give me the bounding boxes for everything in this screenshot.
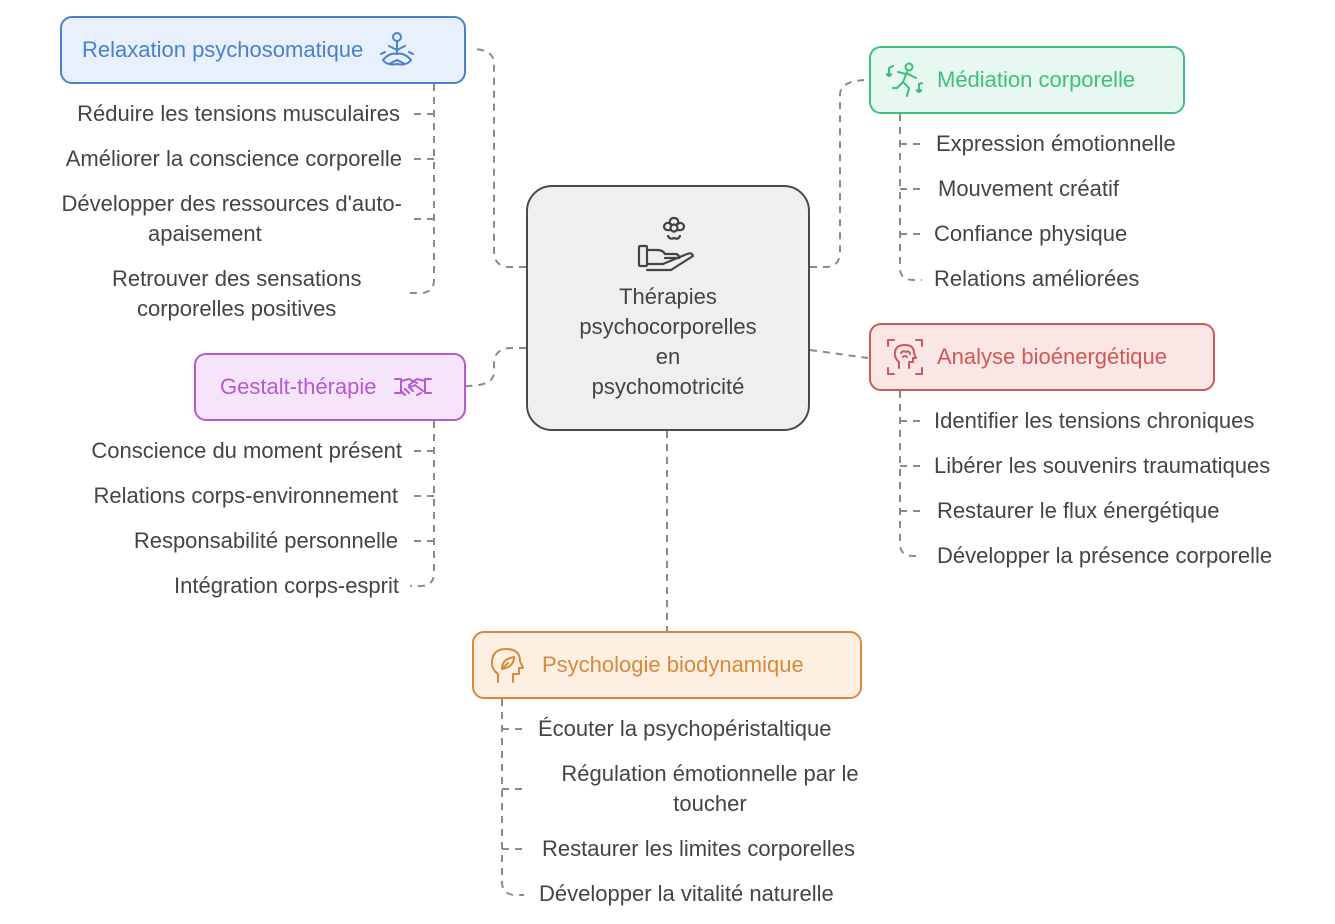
branch-gestalt[interactable]: Gestalt-thérapie [194,353,466,421]
biodynamique-spine [501,699,524,896]
gestalt-item: Responsabilité personnelle [133,528,398,553]
gestalt-item: Intégration corps-esprit [174,573,399,598]
branch-bioenergetique[interactable]: Analyse bioénergétique [869,323,1215,391]
dancing-person-icon [886,62,923,97]
meditation-icon [380,32,415,66]
relaxation-item: Retrouver des sensations [112,266,362,291]
branch-biodynamique[interactable]: Psychologie biodynamique [472,631,862,699]
connector-mediation [810,79,869,268]
center-title-line: psychocorporelles [579,314,757,339]
branch-biodynamique-title: Psychologie biodynamique [542,652,804,677]
relaxation-item: apaisement [148,221,262,246]
branch-bioenergetique-title: Analyse bioénergétique [937,344,1167,369]
center-title-line: psychomotricité [591,374,745,399]
handshake-icon [393,378,432,396]
center-node[interactable]: Thérapies psychocorporelles en psychomot… [526,185,810,431]
relaxation-item: Développer des ressources d'auto- [61,191,403,216]
bioenergetique-item: Libérer les souvenirs traumatiques [934,453,1271,478]
mediation-item: Mouvement créatif [938,176,1119,201]
branch-mediation-title: Médiation corporelle [937,67,1136,92]
bioenergetique-item: Développer la présence corporelle [937,543,1273,568]
relaxation-item: Réduire les tensions musculaires [77,101,400,126]
branch-mediation[interactable]: Médiation corporelle [869,46,1185,114]
biodynamique-item: toucher [673,791,747,816]
bioenergetique-item: Identifier les tensions chroniques [934,408,1255,433]
connector-bioenergetique [809,349,869,359]
bioenergetique-spine [899,391,922,557]
branch-gestalt-title: Gestalt-thérapie [220,374,377,399]
center-title-line: Thérapies [619,284,717,309]
bioenergetique-item: Restaurer le flux énergétique [937,498,1220,523]
gestalt-spine [410,421,435,587]
relaxation-item: corporelles positives [137,296,337,321]
relaxation-item: Améliorer la conscience corporelle [65,146,402,171]
mediation-item: Expression émotionnelle [936,131,1176,156]
gestalt-item: Relations corps-environnement [93,483,399,508]
mediation-item: Relations améliorées [934,266,1140,291]
biodynamique-item: Régulation émotionnelle par le [561,761,859,786]
relaxation-spine [408,84,435,294]
head-scan-icon [887,339,923,375]
hand-flower-icon [637,216,695,272]
branch-relaxation[interactable]: Relaxation psychosomatique [60,16,466,84]
branch-relaxation-title: Relaxation psychosomatique [82,37,364,62]
gestalt-item: Conscience du moment présent [91,438,402,463]
connector-gestalt [465,347,526,387]
biodynamique-item: Développer la vitalité naturelle [539,881,834,906]
biodynamique-item: Restaurer les limites corporelles [542,836,855,861]
mediation-item: Confiance physique [934,221,1128,246]
mediation-spine [899,114,922,281]
head-leaf-icon [490,648,524,683]
biodynamique-item: Écouter la psychopéristaltique [538,716,832,741]
connector-relaxation [471,48,526,268]
center-title-line: en [655,344,681,369]
